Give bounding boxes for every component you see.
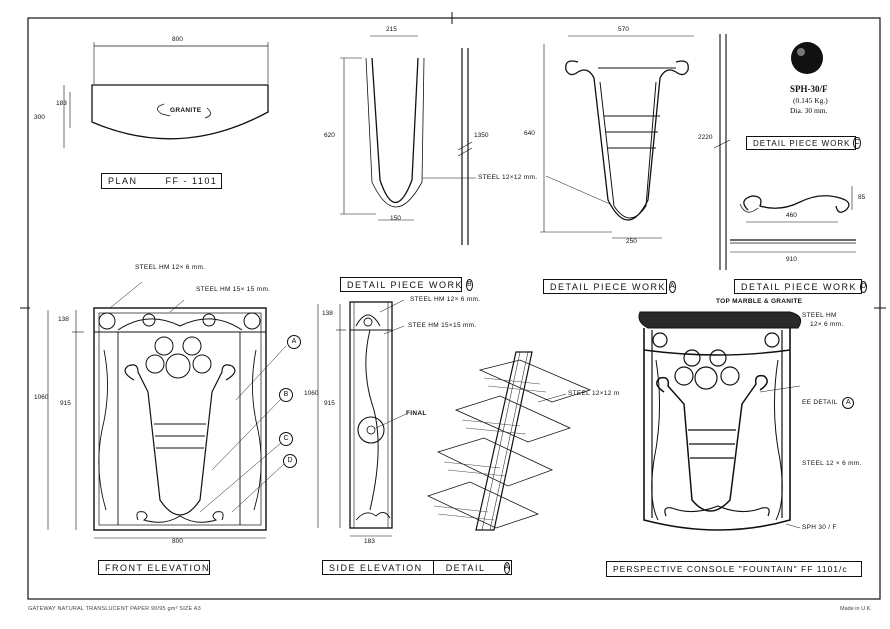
detail-a-piece-drawing — [540, 35, 694, 239]
perspective-steel-a2: 12× 6 mm. — [810, 321, 844, 328]
front-total-dim: 1060 — [34, 394, 49, 401]
detail-c-height-dim: 85 — [858, 194, 866, 201]
detail-c-marker: C — [853, 137, 861, 149]
side-elevation-drawing — [317, 299, 407, 537]
detail-a-piece-title-box: DETAIL PIECE WORK A — [543, 279, 676, 294]
sphere-weight: (0.145 Kg.) — [793, 96, 828, 105]
side-body-dim: 915 — [324, 400, 335, 407]
detail-a-drawing — [426, 351, 592, 531]
detail-a-piece-title: DETAIL PIECE WORK — [550, 281, 667, 292]
detail-b-top-dim: 215 — [386, 26, 397, 33]
side-total-dim: 1060 — [304, 390, 319, 397]
front-body-dim: 915 — [60, 400, 71, 407]
plan-width-dim: 800 — [172, 36, 183, 43]
perspective-top-note: TOP MARBLE & GRANITE — [716, 298, 803, 305]
detail-c-title-box: DETAIL PIECE WORK C — [746, 136, 861, 150]
side-steel-note-1: STEEL HM 12× 6 mm. — [410, 296, 481, 303]
detail-c-side-dim: 2220 — [698, 134, 713, 141]
detail-c-title: DETAIL PIECE WORK — [753, 138, 851, 148]
plan-material-label: GRANITE — [170, 107, 202, 114]
perspective-sph-note: SPH 30 / F — [802, 524, 837, 531]
detail-b-height-dim: 620 — [324, 132, 335, 139]
front-callout-a: A — [287, 335, 301, 349]
detail-b-drawing — [340, 35, 476, 245]
detail-a-piece-bottom-dim: 250 — [626, 238, 637, 245]
detail-b-title-box: DETAIL PIECE WORK B — [340, 277, 473, 292]
perspective-title-box: PERSPECTIVE CONSOLE "FOUNTAIN" FF 1101/c — [606, 561, 862, 577]
detail-b-title: DETAIL PIECE WORK — [347, 279, 464, 290]
detail-a-piece-height-dim: 640 — [524, 130, 535, 137]
front-callout-b: B — [279, 388, 293, 402]
plan-inner-height-dim: 183 — [56, 100, 67, 107]
detail-a-piece-marker: A — [669, 280, 676, 293]
plan-title-box: PLAN FF - 1101 — [101, 173, 222, 189]
perspective-see-detail-text: EE DETAIL — [802, 399, 838, 406]
perspective-see-detail-marker: A — [842, 397, 855, 409]
detail-c-width-dim: 460 — [786, 212, 797, 219]
paper-footer: GATEWAY NATURAL TRANSLUCENT PAPER 90/95 … — [28, 606, 201, 612]
side-steel-note-2: STEE HM 15×15 mm. — [408, 322, 477, 329]
front-title: FRONT ELEVATION — [105, 562, 211, 573]
front-elevation-drawing — [47, 281, 287, 539]
perspective-drawing — [638, 311, 802, 531]
front-callout-d: D — [283, 454, 297, 468]
detail-b-side-dim: 1350 — [474, 132, 489, 139]
side-width-dim: 183 — [364, 538, 375, 545]
plan-outer-height-dim: 300 — [34, 114, 45, 121]
front-width-dim: 800 — [172, 538, 183, 545]
side-detail-marker: A — [503, 561, 511, 574]
sphere-shape — [791, 42, 823, 74]
side-title: SIDE ELEVATION — [329, 562, 423, 573]
front-steel-note-2: STEEL HM 15× 15 mm. — [196, 286, 271, 293]
perspective-steel-b: STEEL 12 × 6 mm. — [802, 460, 862, 467]
detail-b-bottom-dim: 150 — [390, 215, 401, 222]
detail-a-piece-top-dim: 570 — [618, 26, 629, 33]
perspective-steel-a: STEEL HM — [802, 312, 837, 319]
detail-d-marker: D — [860, 280, 868, 293]
side-top-dim: 138 — [322, 310, 333, 317]
detail-d-width-dim: 910 — [786, 256, 797, 263]
sphere-diameter: Dia. 30 mm. — [790, 106, 828, 115]
side-detail-label: DETAIL — [445, 562, 486, 573]
detail-b-marker: B — [466, 278, 473, 291]
plan-title: PLAN — [108, 176, 138, 186]
perspective-see-detail: EE DETAIL A — [802, 397, 855, 409]
front-callout-c: C — [279, 432, 293, 446]
front-title-box: FRONT ELEVATION — [98, 560, 210, 575]
plan-code: FF - 1101 — [165, 176, 218, 186]
perspective-title: PERSPECTIVE CONSOLE "FOUNTAIN" FF 1101/c — [613, 564, 848, 574]
detail-d-title-box: DETAIL PIECE WORK D — [734, 279, 868, 294]
front-steel-note-1: STEEL HM 12× 6 mm. — [135, 264, 206, 271]
sphere-code: SPH-30/F — [790, 84, 828, 94]
detail-b-steel-note: STEEL 12×12 mm. — [478, 174, 538, 181]
detail-a-steel-note: STEEL 12×12 m — [568, 390, 620, 397]
detail-c-d-drawing — [713, 34, 856, 270]
side-final-label: FINAL — [406, 410, 427, 417]
front-top-dim: 138 — [58, 316, 69, 323]
plan-drawing — [63, 42, 269, 148]
made-in-footer: Made in U.K. — [840, 606, 872, 612]
side-title-box: SIDE ELEVATION DETAIL A — [322, 560, 512, 575]
detail-d-title: DETAIL PIECE WORK — [741, 281, 858, 292]
